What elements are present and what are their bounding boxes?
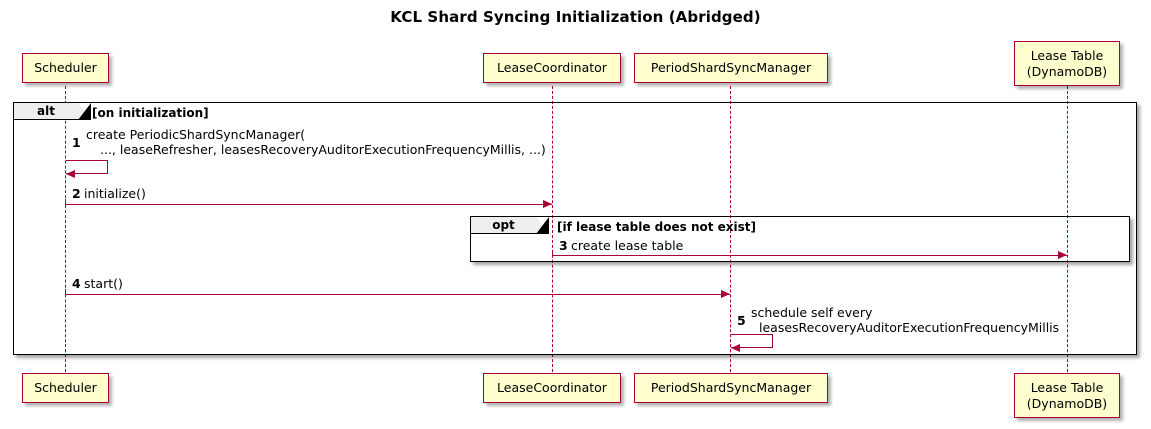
fragment-opt: opt (470, 216, 1130, 262)
participant-label: PeriodShardSyncManager (650, 60, 812, 75)
message-2-text: initialize() (84, 186, 146, 201)
message-4-line (65, 294, 730, 295)
participant-label: PeriodShardSyncManager (650, 380, 812, 395)
fragment-alt-kind: alt (37, 104, 55, 118)
fragment-opt-tab: opt (471, 217, 549, 234)
participant-lease-coordinator-bottom[interactable]: LeaseCoordinator (483, 373, 621, 403)
message-1-text-line2: ..., leaseRefresher, leasesRecoveryAudit… (100, 142, 546, 157)
participant-label-line1: Lease Table (1030, 47, 1104, 63)
participant-label: LeaseCoordinator (497, 60, 607, 75)
page-title: KCL Shard Syncing Initialization (Abridg… (390, 8, 761, 26)
participant-label: Scheduler (34, 60, 97, 75)
message-4-text: start() (84, 276, 123, 291)
message-3-text: create lease table (571, 238, 684, 253)
message-2-line (65, 204, 552, 205)
message-4-source-tick (65, 289, 66, 295)
message-5-number: 5 (737, 313, 746, 328)
participant-label: LeaseCoordinator (497, 380, 607, 395)
participant-label-line2: (DynamoDB) (1026, 395, 1108, 411)
message-3-line (552, 255, 1067, 256)
fragment-alt: alt (13, 102, 1137, 355)
participant-label-line2: (DynamoDB) (1026, 63, 1108, 79)
fragment-opt-kind: opt (492, 218, 515, 232)
lifeline-scheduler (65, 86, 66, 372)
message-5-text-line2: leasesRecoveryAuditorExecutionFrequencyM… (759, 320, 1060, 335)
participant-label: Scheduler (34, 380, 97, 395)
lifeline-lease-coordinator (552, 86, 553, 372)
message-1-text-line1: create PeriodicShardSyncManager( (86, 127, 306, 142)
message-4-arrowhead (721, 289, 730, 298)
fragment-alt-condition: [on initialization] (92, 106, 209, 120)
message-1-self-loop (66, 160, 108, 174)
participant-label-line1: Lease Table (1030, 379, 1104, 395)
participant-scheduler-bottom[interactable]: Scheduler (22, 373, 109, 403)
message-5-self-loop (731, 334, 773, 348)
participant-lease-coordinator-top[interactable]: LeaseCoordinator (483, 53, 621, 83)
participant-lease-table-top[interactable]: Lease Table (DynamoDB) (1014, 41, 1120, 86)
lifeline-lease-table (1067, 86, 1068, 372)
participant-period-shard-sync-manager-bottom[interactable]: PeriodShardSyncManager (634, 373, 828, 403)
participant-lease-table-bottom[interactable]: Lease Table (DynamoDB) (1014, 373, 1120, 418)
message-2-number: 2 (72, 186, 81, 201)
participant-scheduler-top[interactable]: Scheduler (22, 53, 109, 83)
message-4-number: 4 (72, 276, 81, 291)
message-2-arrowhead (543, 199, 552, 208)
message-1-arrowhead (66, 169, 75, 178)
fragment-opt-condition: [if lease table does not exist] (557, 220, 757, 234)
participant-period-shard-sync-manager-top[interactable]: PeriodShardSyncManager (634, 53, 828, 83)
message-1-number: 1 (72, 135, 81, 150)
message-3-source-tick (552, 250, 553, 256)
lifeline-period-shard-sync-manager (730, 86, 731, 372)
fragment-alt-tab: alt (14, 103, 91, 120)
message-3-arrowhead (1058, 250, 1067, 259)
message-5-text-line1: schedule self every (751, 305, 873, 320)
message-2-source-tick (65, 199, 66, 205)
message-5-arrowhead (731, 343, 740, 352)
message-3-number: 3 (559, 238, 568, 253)
